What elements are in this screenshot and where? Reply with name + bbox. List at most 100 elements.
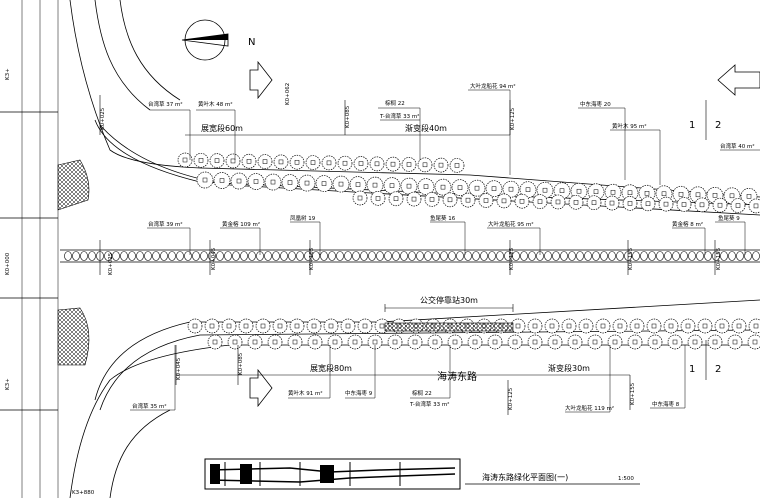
tree-trunk (393, 196, 399, 201)
tree-trunk (321, 181, 327, 186)
tree-trunk (287, 180, 293, 185)
section-mark: 2 (715, 120, 721, 131)
tree-trunk (576, 188, 582, 194)
plant-label: 黄叶木 48 m² (198, 100, 233, 108)
tree-trunk (219, 178, 225, 183)
median-shrub (544, 251, 552, 261)
section-mark: 2 (715, 364, 721, 375)
tree-trunk (294, 323, 300, 329)
key-plan (204, 458, 461, 490)
tree-trunk (617, 323, 623, 329)
station-label: K0+025 (108, 252, 114, 275)
tree-trunk (663, 201, 669, 207)
median-shrub (72, 251, 80, 261)
tree-trunk (702, 323, 708, 329)
tree-trunk (512, 339, 518, 345)
segment-label: 渐变段30m (548, 363, 590, 373)
bus-stop-platform (384, 322, 514, 332)
median-shrub (88, 251, 96, 261)
tree-trunk (252, 339, 258, 345)
median-shrub (528, 251, 536, 261)
tree-trunk (609, 200, 615, 206)
median-shrub (264, 251, 272, 261)
median-shrub (592, 251, 600, 261)
tree-trunk (492, 339, 498, 345)
tree-trunk (549, 323, 555, 329)
median-shrub (104, 251, 112, 261)
segment-label: 渐变段40m (405, 123, 447, 133)
tree-trunk (652, 339, 658, 345)
median-shrub (272, 251, 280, 261)
tree-trunk (532, 339, 538, 345)
median-shrub (176, 251, 184, 261)
tree-trunk (592, 339, 598, 345)
tree-trunk (447, 197, 453, 203)
median-shrub (456, 251, 464, 261)
median-shrub (408, 251, 416, 261)
median-shrub (480, 251, 488, 261)
tree-trunk (559, 188, 565, 193)
station-label: K3+880 (72, 490, 95, 496)
tree-trunk (668, 323, 674, 329)
median-shrub (320, 251, 328, 261)
median-shrub (576, 251, 584, 261)
tree-trunk (501, 198, 507, 204)
tree-trunk (610, 189, 616, 195)
plant-label: 大叶龙船花 119 m² (565, 404, 614, 412)
median-shrub (712, 251, 720, 261)
tree-trunk (457, 185, 463, 190)
tree-trunk (226, 323, 232, 329)
tree-trunk (712, 339, 718, 345)
median-shrub (352, 251, 360, 261)
plant-label: 台湾草 37 m² (148, 100, 183, 108)
median-shrub (392, 251, 400, 261)
tree-trunk (192, 323, 198, 329)
tree-trunk (392, 339, 398, 345)
median-shrub (328, 251, 336, 261)
tree-trunk (332, 339, 338, 345)
median-shrub (680, 251, 688, 261)
median-shrub (744, 251, 752, 261)
median-shrub (400, 251, 408, 261)
station-label: K0+125 (509, 247, 515, 270)
median-shrub (648, 251, 656, 261)
tree-trunk (423, 184, 429, 189)
tree-trunk (294, 159, 300, 165)
hatched-island-bottom (57, 307, 90, 366)
tree-trunk (374, 161, 380, 167)
median-shrub (688, 251, 696, 261)
tree-trunk (412, 339, 418, 345)
bus-stop-label: 公交停靠站30m (420, 295, 478, 305)
tree-trunk (692, 339, 698, 345)
median-shrub (752, 251, 760, 261)
plant-label: T-台湾草 33 m² (409, 400, 449, 408)
tree-trunk (357, 195, 363, 201)
median-shrub (696, 251, 704, 261)
direction-arrow-icon (249, 60, 760, 408)
tree-trunk (699, 202, 705, 208)
median-shrub (184, 251, 192, 261)
tree-trunk (198, 158, 204, 163)
median-shrub (144, 251, 152, 261)
tree-trunk (736, 323, 742, 329)
tree-trunk (593, 189, 599, 194)
tree-trunk (260, 323, 266, 329)
tree-trunk (752, 339, 758, 345)
median-shrub (656, 251, 664, 261)
segment-label: 展宽段60m (201, 123, 243, 133)
median-shrub (672, 251, 680, 261)
median-shrub (192, 251, 200, 261)
median-shrub (368, 251, 376, 261)
tree-trunk (358, 161, 364, 166)
tree-trunk (491, 186, 497, 191)
tree-trunk (712, 193, 718, 198)
tree-trunk (483, 198, 489, 203)
station-label: K0+045 (176, 357, 182, 380)
median-shrub (496, 251, 504, 261)
tree-trunk (634, 323, 640, 329)
median-shrub (448, 251, 456, 261)
median-shrub (336, 251, 344, 261)
north-label: N (248, 37, 255, 48)
tree-trunk (253, 179, 259, 184)
station-label: K0+155 (628, 247, 634, 270)
